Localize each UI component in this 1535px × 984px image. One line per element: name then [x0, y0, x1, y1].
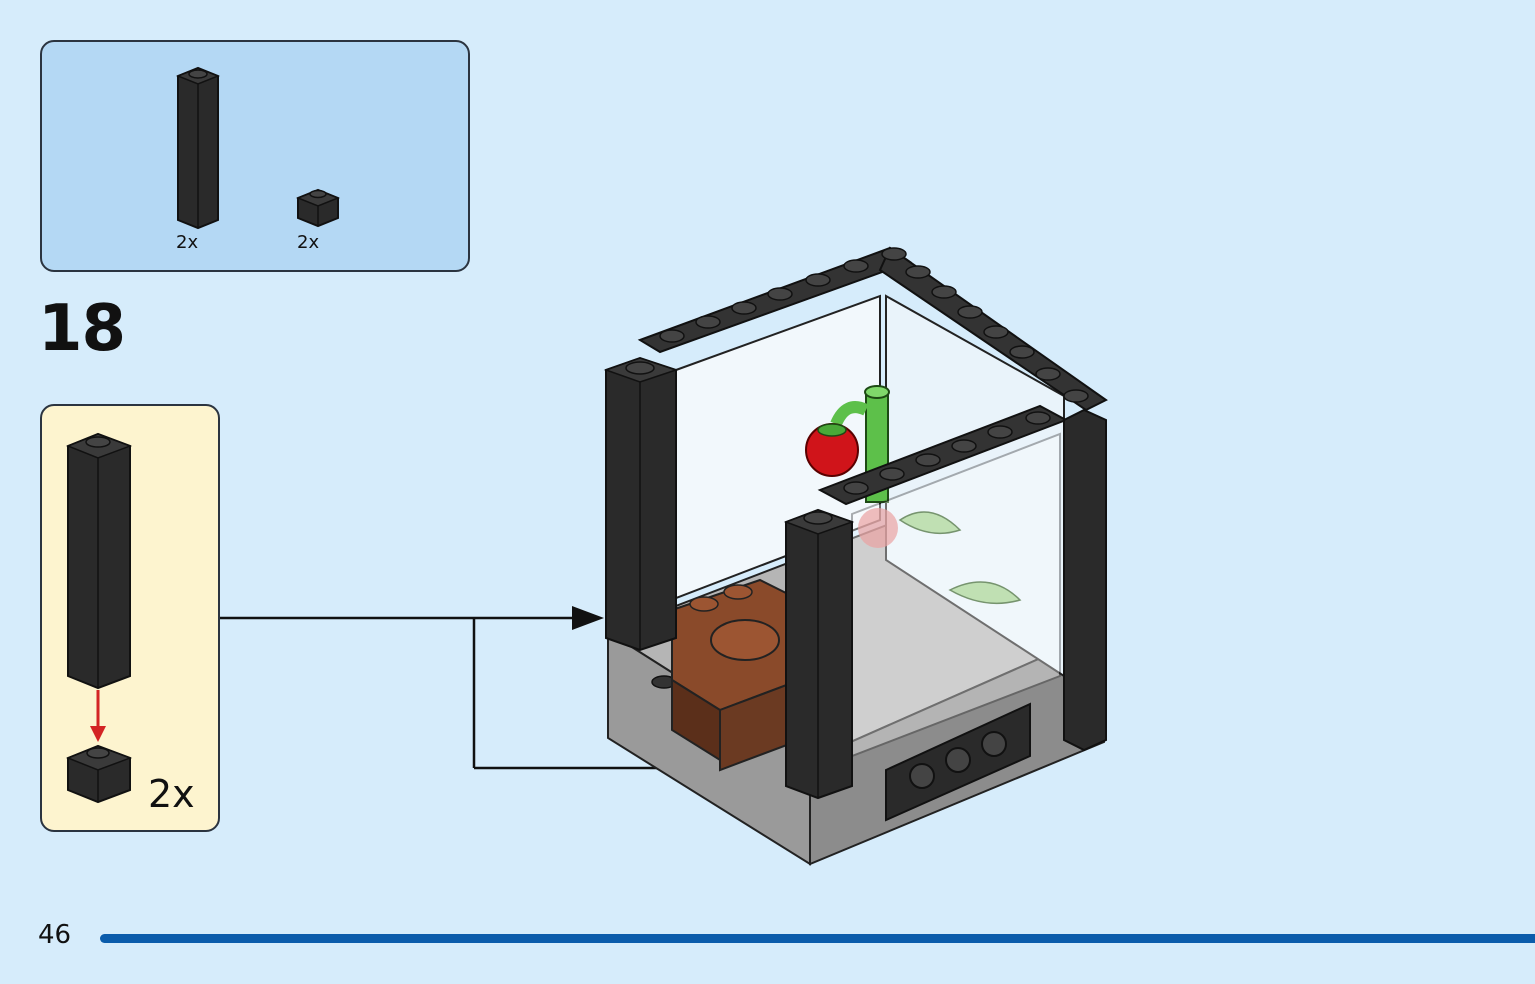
sub-assembly-callout: 2x — [40, 404, 220, 832]
front-glass-panel — [851, 432, 1061, 758]
parts-list-illustration — [175, 66, 341, 230]
brown-planter — [671, 578, 801, 772]
callout-illustration — [65, 432, 133, 804]
page-number: 46 — [38, 920, 72, 950]
callout-quantity: 2x — [148, 772, 195, 816]
plants — [805, 385, 1022, 605]
back-glass-panel — [675, 294, 881, 600]
tall-black-brick-part — [175, 66, 221, 230]
right-glass-panel — [885, 294, 1065, 678]
step-number: 18 — [38, 292, 126, 366]
callout-small-brick — [65, 744, 133, 804]
black-pillar-back-left — [603, 356, 679, 652]
parts-list-box: 2x 2x — [40, 40, 470, 272]
progress-bar — [100, 934, 1535, 943]
base-studs — [651, 675, 755, 749]
down-arrow-icon — [90, 690, 106, 742]
top-frame-beams — [637, 246, 1108, 506]
black-pillar-front-new — [783, 508, 855, 800]
callout-tall-brick — [65, 432, 133, 690]
part-quantity-tall-brick: 2x — [176, 232, 199, 253]
black-pillar-back-right — [1063, 408, 1107, 752]
placement-arrows — [220, 606, 782, 780]
grey-base-plate — [605, 518, 1107, 866]
top-studs — [659, 247, 1089, 495]
part-quantity-small-brick: 2x — [297, 232, 320, 253]
small-black-brick-part — [295, 188, 341, 228]
